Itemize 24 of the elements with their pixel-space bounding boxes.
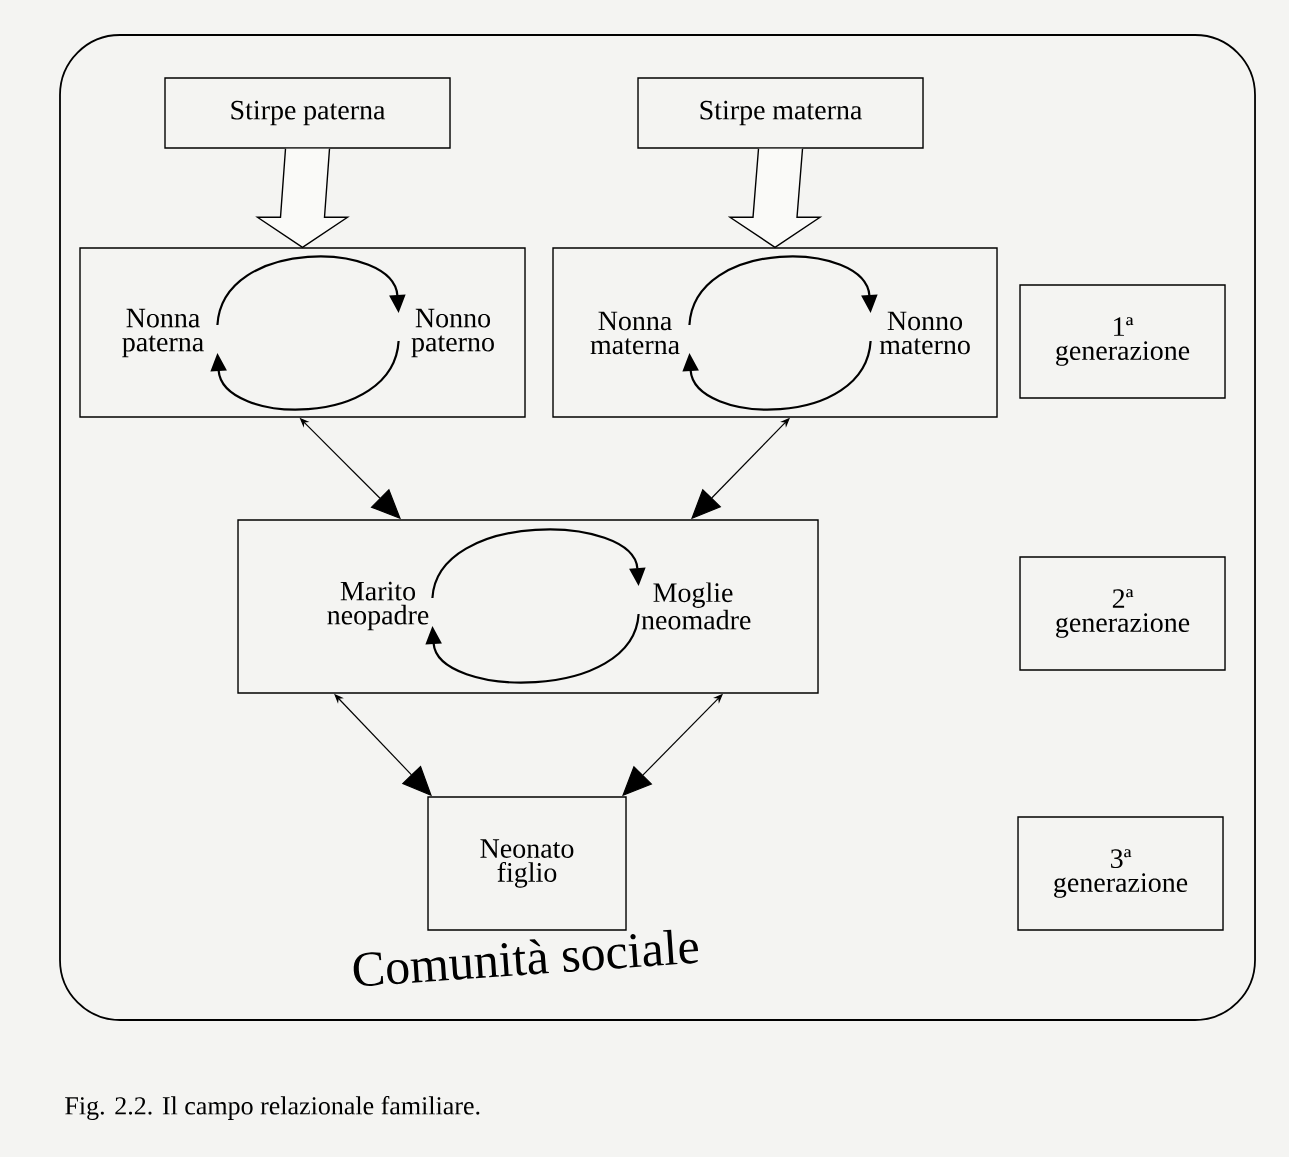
person-label: Nonna paterna	[122, 308, 204, 358]
curved-arrow	[425, 613, 640, 684]
block-arrow	[727, 148, 823, 249]
group-box	[237, 519, 819, 694]
person-label: Marito neopadre	[327, 581, 429, 631]
curved-arrow	[688, 255, 878, 326]
curved-arrow	[210, 340, 400, 411]
label-box: 3ª generazione	[1017, 816, 1224, 931]
label-box: 2ª generazione	[1019, 556, 1226, 671]
block-arrow	[255, 148, 350, 249]
label-box: Neonato figlio	[427, 796, 627, 931]
group-box	[552, 247, 998, 418]
person-label: Moglie neomadre	[641, 582, 751, 630]
curved-arrow	[682, 340, 872, 411]
label-box: Stirpe materna	[637, 77, 924, 149]
curved-arrow	[216, 255, 406, 326]
label-box: Stirpe paterna	[164, 77, 451, 149]
curved-arrow	[431, 528, 646, 599]
person-label: Nonno paterno	[411, 308, 494, 358]
caption: Fig. 2.2. Il campo relazionale familiare.	[65, 1096, 480, 1120]
person-label: Nonna materna	[590, 311, 680, 355]
label-box: 1ª generazione	[1019, 284, 1226, 399]
group-box	[79, 247, 526, 418]
person-label: Nonno materno	[879, 311, 970, 355]
